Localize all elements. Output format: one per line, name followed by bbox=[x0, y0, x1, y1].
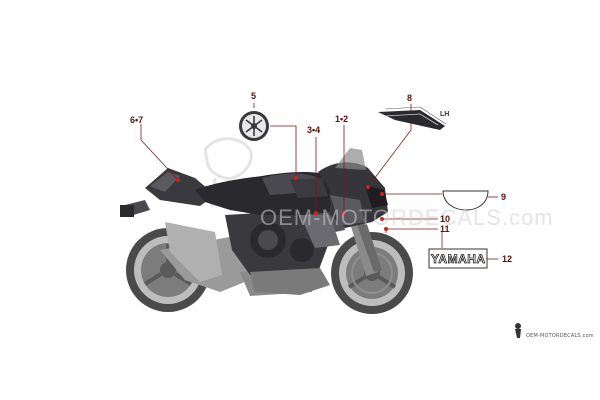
callout-1-2: 1•2 bbox=[335, 114, 349, 124]
side-stripe-decal bbox=[378, 106, 447, 130]
brand-decal-box bbox=[428, 248, 488, 269]
side-label-lh: LH bbox=[440, 111, 450, 118]
brand-decal-text: YAMAHA bbox=[431, 252, 486, 267]
belly-pan bbox=[250, 268, 330, 295]
callout-5: 5 bbox=[251, 91, 257, 101]
tail-section bbox=[120, 168, 215, 217]
windscreen-decal bbox=[442, 190, 489, 211]
callout-8: 8 bbox=[407, 93, 413, 103]
callout-3-4: 3•4 bbox=[307, 125, 321, 135]
tank-body bbox=[195, 172, 345, 215]
footer-site: OEM-MOTORDECALS.com bbox=[526, 333, 594, 339]
front-fairing bbox=[300, 148, 388, 248]
callout-10: 10 bbox=[440, 214, 451, 224]
watermark-text: OEM-MOTORDECALS.com bbox=[260, 205, 554, 230]
callout-markers bbox=[176, 176, 388, 231]
callout-12: 12 bbox=[502, 254, 513, 264]
callout-6-7: 6•7 bbox=[130, 115, 144, 125]
tuning-fork-emblem-icon bbox=[239, 111, 269, 141]
callout-11: 11 bbox=[440, 224, 450, 234]
footer-logo-icon bbox=[515, 323, 521, 338]
callout-9: 9 bbox=[501, 192, 507, 202]
